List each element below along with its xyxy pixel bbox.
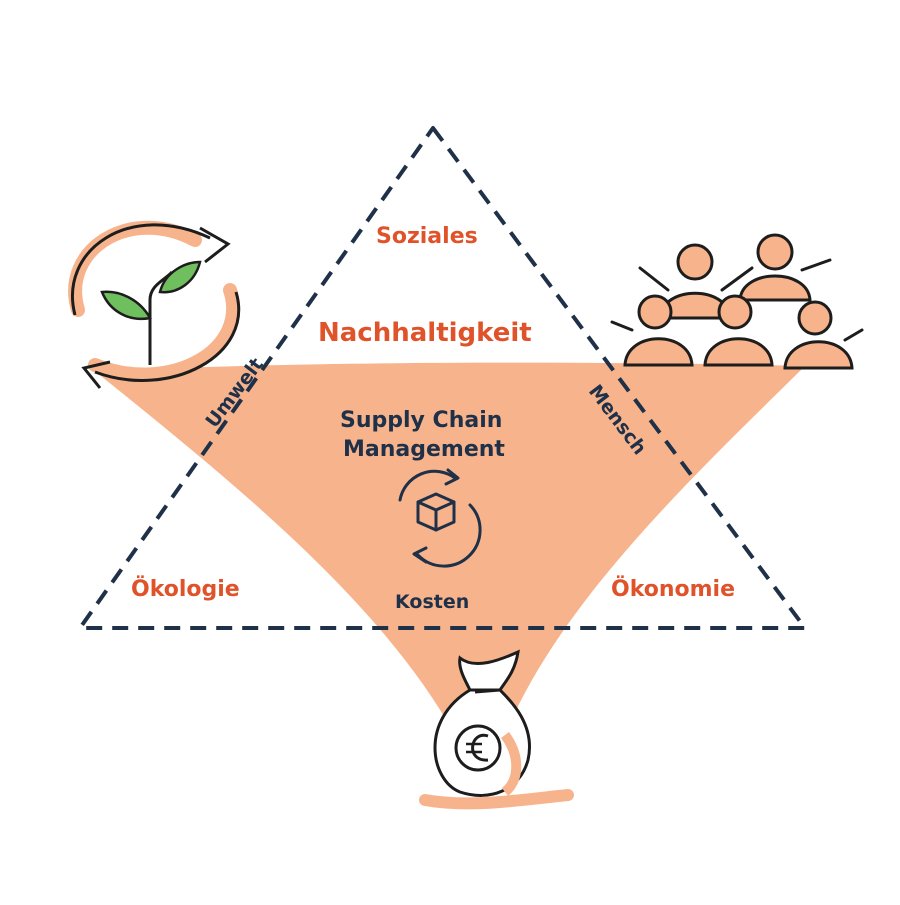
label-kosten: Kosten xyxy=(395,591,470,613)
box-cycle-icon xyxy=(398,468,482,568)
people-group-icon xyxy=(610,233,864,370)
recycle-plant-icon xyxy=(68,220,241,389)
label-oekonomie: Ökonomie xyxy=(611,577,736,602)
label-scm-line1: Supply Chain xyxy=(340,408,503,433)
label-soziales: Soziales xyxy=(376,224,478,249)
funnel-shape xyxy=(96,362,805,735)
money-bag-euro-icon xyxy=(419,649,574,810)
label-scm-line2: Management xyxy=(343,437,505,462)
label-nachhaltigkeit: Nachhaltigkeit xyxy=(318,318,532,348)
label-oekologie: Ökologie xyxy=(131,577,240,602)
